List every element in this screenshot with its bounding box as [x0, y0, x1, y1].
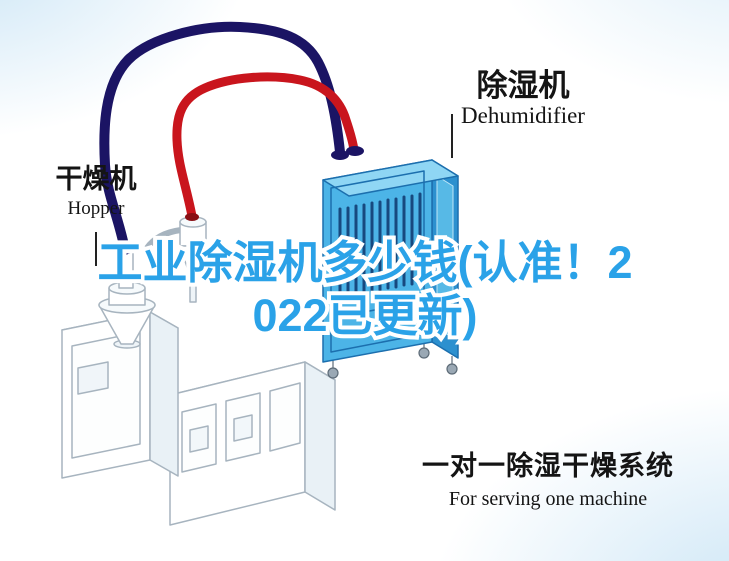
hopper-label-zh: 干燥机	[55, 164, 137, 194]
main-title-line2: 022已更新)	[252, 290, 477, 341]
pipe-couplings	[117, 146, 364, 254]
hopper-label-en: Hopper	[67, 198, 125, 219]
dehumidifier-illustration	[322, 159, 459, 379]
dehumidifier-label-en: Dehumidifier	[461, 103, 585, 128]
main-title-line1: 工业除湿机多少钱(认准！2	[97, 237, 632, 288]
hopper-machine-illustration	[61, 216, 336, 526]
caption-zh: 一对一除湿干燥系统	[422, 451, 674, 481]
dehumidifier-label-zh: 除湿机	[476, 68, 570, 103]
caption-en: For serving one machine	[448, 488, 648, 510]
supply-pipe-red-icon	[172, 72, 359, 221]
return-pipe-navy-icon	[99, 21, 345, 255]
main-title: 工业除湿机多少钱(认准！2 022已更新)	[93, 233, 636, 345]
